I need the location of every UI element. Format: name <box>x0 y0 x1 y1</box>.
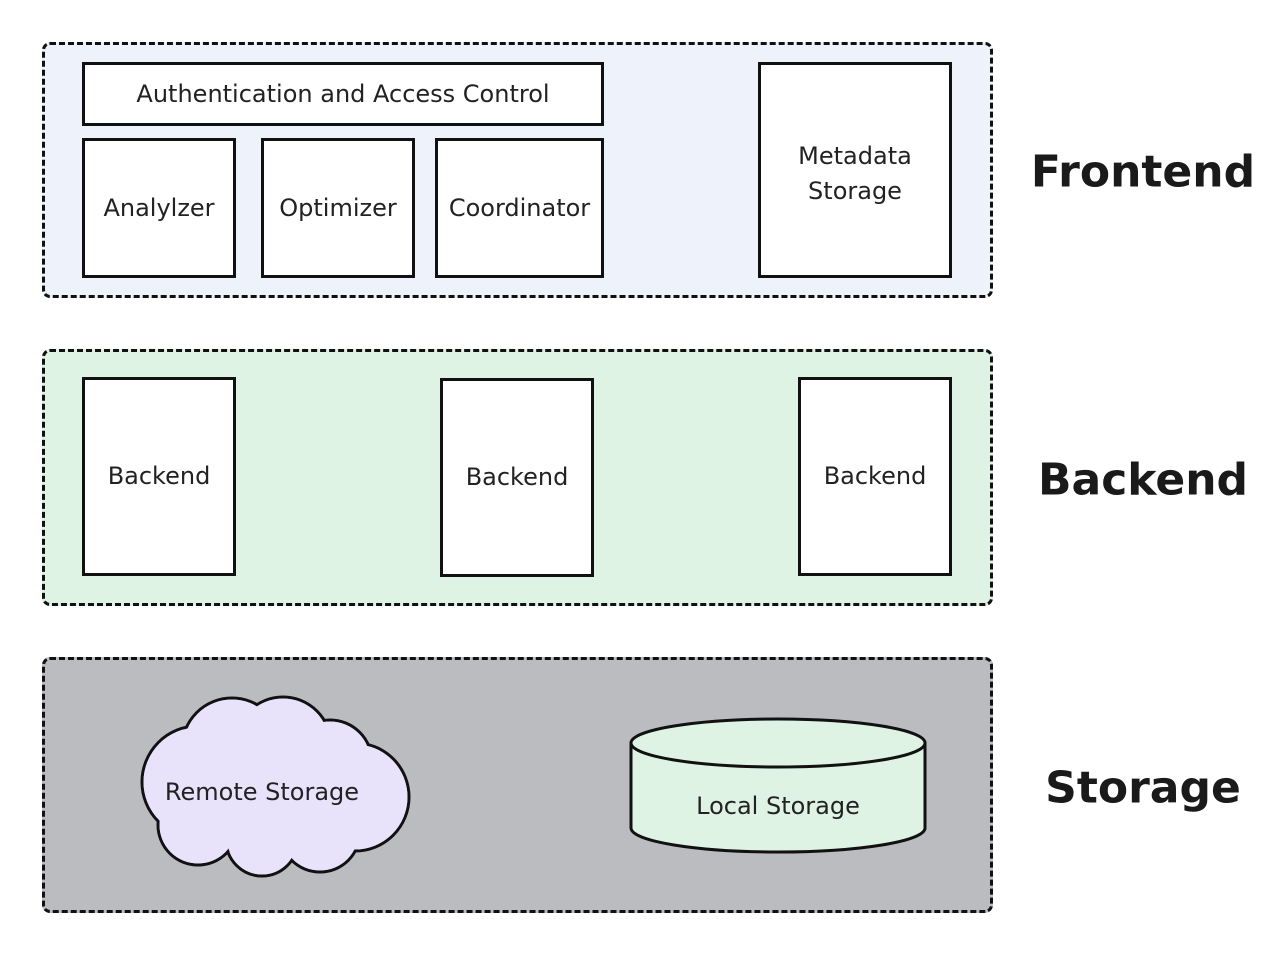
metadata-storage-box: Metadata Storage <box>758 62 952 278</box>
local-storage-cylinder: Local Storage <box>629 717 927 854</box>
remote-storage-cloud: Remote Storage <box>140 695 411 878</box>
optimizer-box: Optimizer <box>261 138 415 278</box>
coordinator-box: Coordinator <box>435 138 604 278</box>
backend-node-3-label: Backend <box>823 462 927 490</box>
analyzer-box: Analylzer <box>82 138 236 278</box>
storage-layer-title: Storage <box>1045 762 1241 814</box>
optimizer-label: Optimizer <box>279 193 397 222</box>
backend-node-2: Backend <box>440 378 594 577</box>
frontend-layer-title: Frontend <box>1030 146 1256 198</box>
auth-access-control-label: Authentication and Access Control <box>136 79 550 108</box>
backend-node-1-label: Backend <box>107 462 211 490</box>
backend-node-1: Backend <box>82 377 236 576</box>
analyzer-label: Analylzer <box>103 193 215 222</box>
backend-layer-title: Backend <box>1037 454 1249 506</box>
local-storage-label: Local Storage <box>696 792 860 820</box>
auth-access-control-box: Authentication and Access Control <box>82 62 604 126</box>
remote-storage-label: Remote Storage <box>165 778 359 806</box>
coordinator-label: Coordinator <box>448 193 591 222</box>
backend-node-2-label: Backend <box>465 463 569 491</box>
metadata-storage-label: Metadata Storage <box>798 142 912 205</box>
backend-node-3: Backend <box>798 377 952 576</box>
